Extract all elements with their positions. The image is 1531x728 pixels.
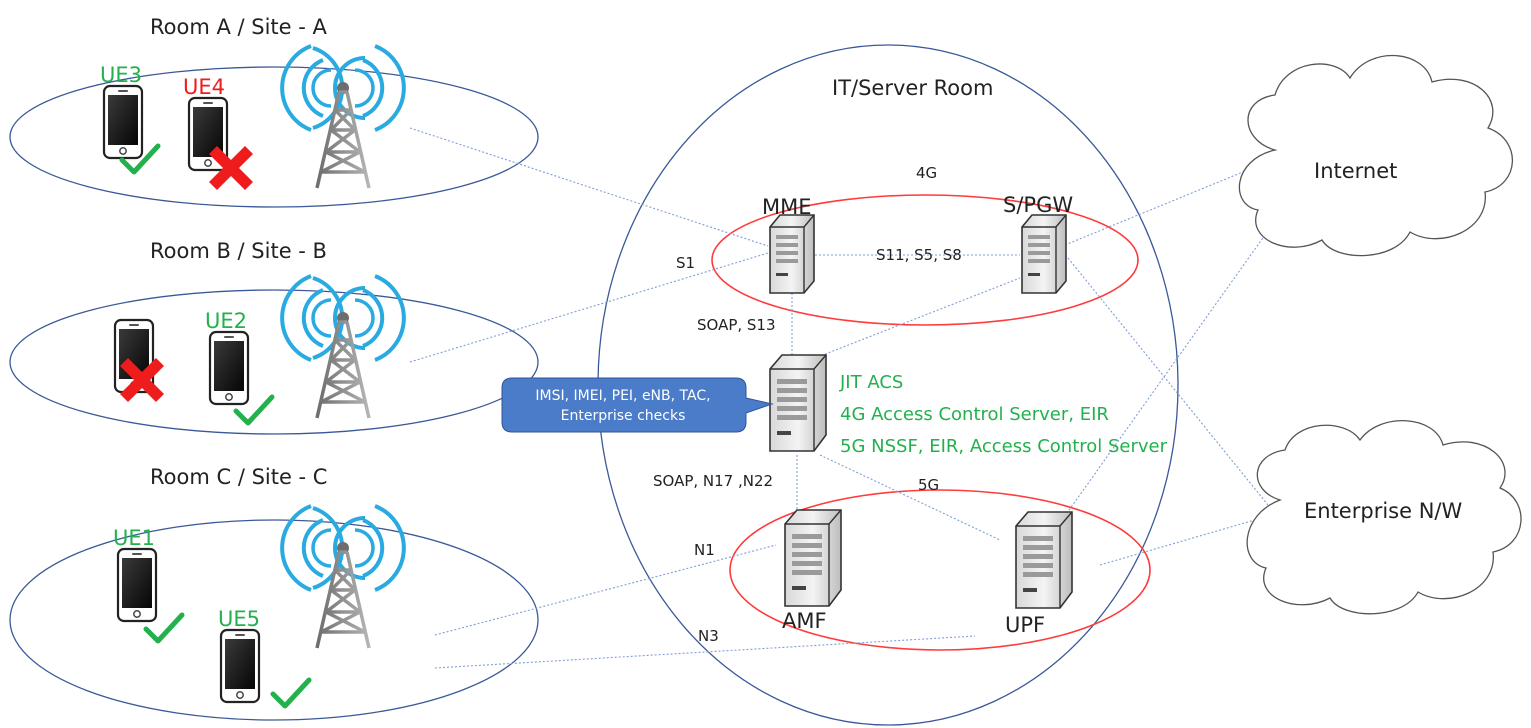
site-c-boundary bbox=[9, 519, 539, 721]
ue3-label: UE3 bbox=[100, 63, 142, 87]
link-spgw-internet bbox=[1064, 164, 1261, 246]
soap-s13-label: SOAP, S13 bbox=[697, 316, 776, 334]
link-acs-spgw bbox=[809, 277, 1021, 361]
site-c-title: Room C / Site - C bbox=[150, 465, 327, 489]
ue1-label: UE1 bbox=[113, 526, 155, 550]
link-acs-upf bbox=[819, 454, 1001, 541]
acs-line-2: 4G Access Control Server, EIR bbox=[840, 404, 1109, 425]
ue5-phone-icon bbox=[219, 628, 261, 704]
callout-line-1: IMSI, IMEI, PEI, eNB, TAC, bbox=[535, 388, 710, 404]
ue2-phone-icon bbox=[208, 330, 250, 406]
links bbox=[409, 127, 1269, 669]
site-b-boundary bbox=[9, 289, 539, 435]
link-site-a-mme bbox=[409, 127, 769, 247]
soap-n17-n22-label: SOAP, N17 ,N22 bbox=[653, 472, 773, 490]
internet-cloud bbox=[1238, 54, 1513, 257]
enterprise-cloud bbox=[1246, 420, 1522, 615]
mme-label: MME bbox=[762, 195, 812, 219]
link-n1 bbox=[434, 544, 777, 636]
callout-bubble bbox=[501, 377, 774, 433]
mme-server-icon bbox=[769, 214, 815, 294]
internet-label: Internet bbox=[1314, 159, 1397, 183]
ue5-check-icon bbox=[273, 680, 309, 706]
ue1-phone-icon bbox=[116, 547, 158, 623]
spgw-label: S/PGW bbox=[1003, 193, 1073, 217]
5g-group-boundary bbox=[729, 489, 1151, 651]
n1-label: N1 bbox=[694, 541, 715, 559]
enterprise-label: Enterprise N/W bbox=[1304, 499, 1462, 523]
ue5-label: UE5 bbox=[218, 607, 260, 631]
acs-server-icon bbox=[769, 354, 827, 452]
acs-line-3: 5G NSSF, EIR, Access Control Server bbox=[840, 436, 1168, 457]
ue2-label: UE2 bbox=[205, 309, 247, 333]
5g-group-label: 5G bbox=[918, 476, 939, 494]
n3-label: N3 bbox=[698, 627, 719, 645]
link-spgw-enterprise bbox=[1067, 257, 1269, 506]
tower-icon-site-c bbox=[280, 504, 406, 650]
server-room-title: IT/Server Room bbox=[832, 76, 993, 100]
4g-group-label: 4G bbox=[916, 164, 937, 182]
link-upf-enterprise bbox=[1099, 516, 1266, 566]
amf-server-icon bbox=[784, 509, 842, 607]
site-a-title: Room A / Site - A bbox=[150, 15, 328, 39]
s11-s5-s8-label: S11, S5, S8 bbox=[876, 246, 962, 264]
upf-server-icon bbox=[1015, 511, 1073, 609]
amf-label: AMF bbox=[782, 609, 827, 633]
ue3-phone-icon bbox=[102, 84, 144, 160]
site-a-boundary bbox=[9, 66, 539, 208]
site-b-title: Room B / Site - B bbox=[150, 239, 327, 263]
callout-line-2: Enterprise checks bbox=[561, 408, 686, 424]
4g-group-boundary bbox=[711, 194, 1139, 326]
spgw-server-icon bbox=[1021, 214, 1067, 294]
s1-label: S1 bbox=[676, 254, 695, 272]
upf-label: UPF bbox=[1005, 613, 1045, 637]
ue4-label: UE4 bbox=[183, 75, 225, 99]
acs-line-1: JIT ACS bbox=[839, 372, 903, 393]
